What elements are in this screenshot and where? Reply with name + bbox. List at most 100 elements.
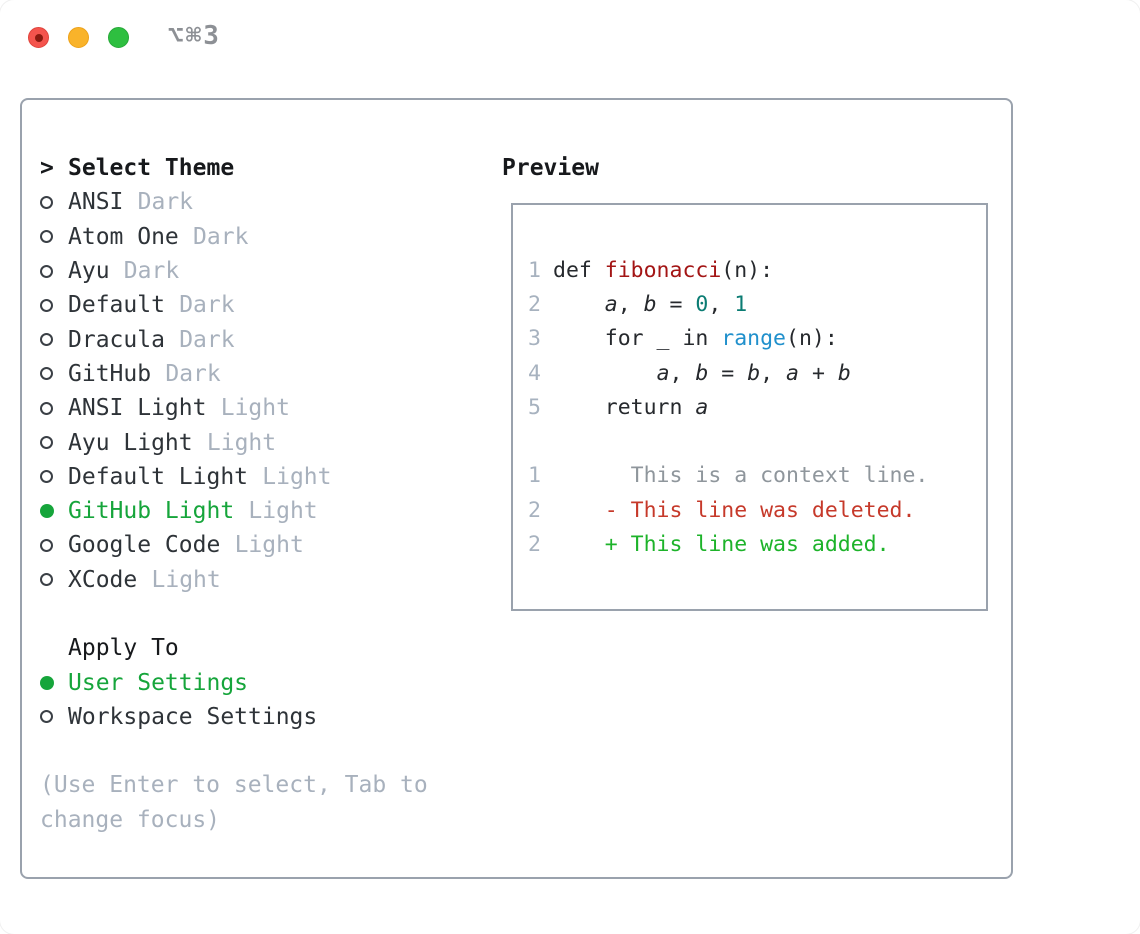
- radio-icon: [40, 538, 68, 552]
- code-token-code: =: [708, 360, 748, 386]
- minimize-button[interactable]: [68, 27, 89, 48]
- code-token-num: 0: [695, 291, 709, 317]
- code-token-code: ,: [669, 360, 696, 386]
- code-line: 5 return a: [528, 390, 928, 424]
- radio-icon: [40, 436, 68, 450]
- code-token-var: b: [837, 360, 851, 386]
- code-token-code: (n):: [786, 326, 838, 352]
- line-number: 3: [528, 326, 541, 352]
- theme-variant-tag: Light: [234, 532, 304, 559]
- line-number: 2: [528, 497, 541, 523]
- radio-icon: [40, 230, 68, 244]
- theme-option-label: Google Code: [68, 532, 221, 559]
- focus-arrow-icon: >: [40, 155, 54, 182]
- code-line: 2 - This line was deleted.: [528, 493, 928, 527]
- code-token-context: This is a context line.: [553, 463, 929, 489]
- apply-to-option[interactable]: User Settings: [40, 665, 460, 699]
- code-line: 2 + This line was added.: [528, 527, 928, 561]
- close-button[interactable]: [28, 27, 49, 48]
- theme-variant-tag: Light: [151, 566, 221, 593]
- apply-to-header: Apply To: [40, 631, 460, 665]
- line-number: 1: [528, 463, 541, 489]
- theme-option[interactable]: Ayu Light Light: [40, 425, 460, 459]
- preview-title-row: Preview: [502, 151, 599, 185]
- apply-to-option-label: User Settings: [68, 669, 249, 696]
- code-token-var: b: [695, 360, 709, 386]
- theme-option-label: ANSI Light: [68, 395, 207, 422]
- theme-option-label: GitHub Light: [68, 498, 235, 525]
- theme-option-label: GitHub: [68, 360, 152, 387]
- radio-icon: [40, 195, 68, 209]
- keyboard-shortcut-label: ⌥⌘3: [168, 21, 221, 51]
- code-token-func: fibonacci: [604, 257, 722, 283]
- theme-option-label: Atom One: [68, 223, 179, 250]
- code-token-code: +: [799, 360, 838, 386]
- apply-to-title: Apply To: [68, 635, 179, 662]
- code-token-var: a: [695, 394, 709, 420]
- code-token-code: ,: [708, 291, 735, 317]
- code-token-var: b: [643, 291, 657, 317]
- select-theme-title: Select Theme: [68, 155, 235, 182]
- code-line: 3 for _ in range(n):: [528, 322, 928, 356]
- radio-icon: [40, 367, 68, 381]
- theme-option-label: XCode: [68, 566, 138, 593]
- spacer: [40, 597, 460, 631]
- code-token-code: (n):: [721, 257, 774, 283]
- code-token-var: a: [656, 360, 670, 386]
- spacer: [40, 734, 460, 768]
- theme-option-label: Ayu Light: [68, 429, 193, 456]
- theme-option[interactable]: Default Light Light: [40, 460, 460, 494]
- code-token-var: a: [604, 291, 618, 317]
- theme-variant-tag: Light: [220, 395, 290, 422]
- code-line: 1 def fibonacci(n):: [528, 253, 928, 287]
- radio-icon: [40, 710, 68, 724]
- code-token-code: [553, 361, 657, 386]
- radio-icon: [40, 470, 68, 484]
- theme-option[interactable]: ANSI Light Light: [40, 391, 460, 425]
- apply-to-option[interactable]: Workspace Settings: [40, 700, 460, 734]
- radio-icon: [40, 401, 68, 415]
- theme-variant-tag: Dark: [137, 189, 194, 216]
- code-token-code: =: [656, 291, 696, 317]
- line-number: 2: [528, 532, 541, 558]
- theme-variant-tag: Light: [206, 429, 277, 456]
- radio-selected-icon: [40, 675, 68, 690]
- line-number: 1: [528, 257, 541, 283]
- code-line: [528, 424, 928, 458]
- zoom-button[interactable]: [108, 27, 129, 48]
- code-token-var: a: [786, 360, 799, 386]
- line-number: 4: [528, 360, 541, 386]
- theme-option[interactable]: XCode Light: [40, 563, 460, 597]
- line-number: 5: [528, 394, 541, 420]
- radio-icon: [40, 264, 68, 278]
- theme-option[interactable]: GitHub Light Light: [40, 494, 460, 528]
- code-token-code: return: [553, 394, 696, 420]
- code-token-code: def: [553, 257, 605, 283]
- theme-option[interactable]: GitHub Dark: [40, 357, 460, 391]
- apply-to-option-label: Workspace Settings: [68, 703, 318, 730]
- radio-selected-icon: [40, 504, 68, 519]
- theme-variant-tag: Light: [248, 498, 318, 525]
- code-token-code: ,: [617, 291, 644, 317]
- code-token-added: + This line was added.: [553, 532, 890, 558]
- code-line: 2 a, b = 0, 1: [528, 287, 928, 321]
- traffic-lights: [28, 27, 129, 48]
- theme-variant-tag: Dark: [123, 258, 180, 285]
- radio-icon: [40, 573, 68, 587]
- theme-option-label: Default Light: [68, 463, 249, 490]
- theme-variant-tag: Light: [262, 463, 332, 490]
- theme-option[interactable]: Google Code Light: [40, 528, 460, 562]
- theme-variant-tag: Dark: [165, 360, 221, 387]
- radio-icon: [40, 298, 68, 312]
- close-dot-icon: [34, 33, 43, 42]
- code-token-num: 1: [734, 291, 748, 317]
